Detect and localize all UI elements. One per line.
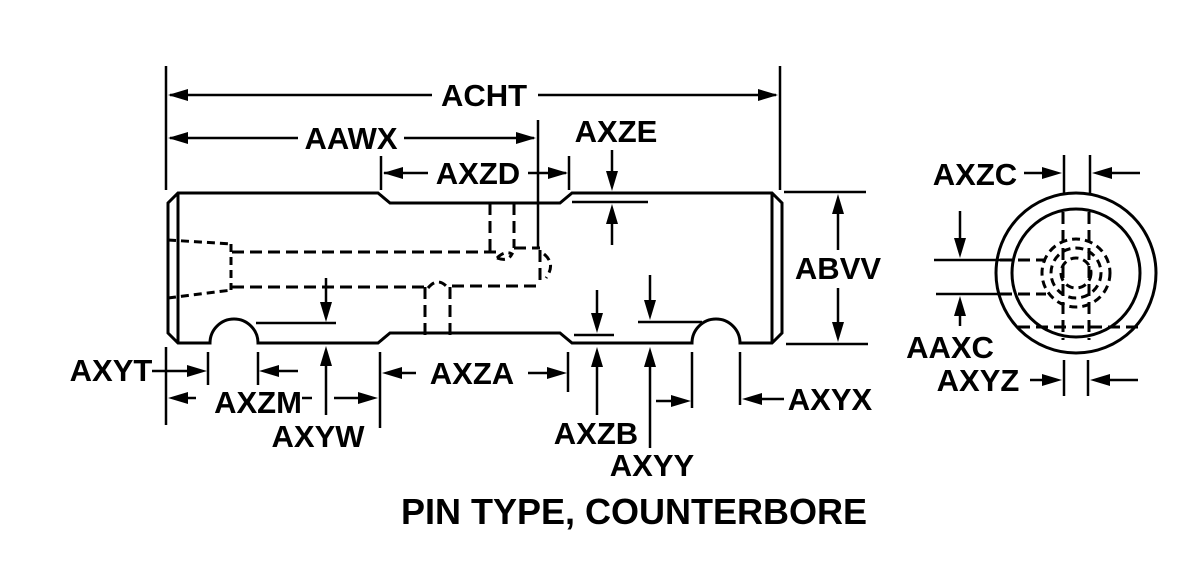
dimension-aaxc: AAXC (906, 211, 1000, 365)
dimension-axyw: AXYW (256, 278, 378, 454)
arrow-left-icon (742, 393, 762, 405)
arrow-right-icon (547, 367, 567, 379)
arrow-left-icon (168, 89, 188, 101)
arrow-right-icon (187, 365, 207, 377)
end-view (994, 191, 1158, 355)
arrow-up-icon (954, 296, 966, 316)
dimension-abvv: ABVV (784, 190, 881, 346)
label-axzm: AXZM (214, 385, 302, 420)
dimension-axyx: AXYX (738, 352, 873, 417)
pin-body-outline (166, 191, 784, 345)
arrow-left-icon (168, 132, 188, 144)
arrow-right-icon (358, 392, 378, 404)
arrow-right-icon (1042, 167, 1062, 179)
inner-circle (1010, 207, 1142, 339)
label-axyz: AXYZ (937, 363, 1020, 398)
dimension-axyt: AXYT (70, 347, 210, 425)
label-axze: AXZE (575, 114, 658, 149)
arrow-down-icon (606, 171, 618, 191)
diagram-title: PIN TYPE, COUNTERBORE (401, 491, 867, 532)
arrow-right-icon (1042, 374, 1062, 386)
label-axzd: AXZD (436, 156, 520, 191)
arrow-left-icon (382, 367, 402, 379)
dimension-axzd: AXZD (379, 156, 571, 191)
label-axyt: AXYT (70, 353, 153, 388)
arrow-right-icon (516, 132, 536, 144)
dimension-axzc: AXZC (933, 155, 1140, 195)
hidden-bore-lines (167, 203, 552, 335)
arrow-left-icon (259, 365, 279, 377)
arrow-up-icon (832, 194, 844, 214)
dimension-axzm: AXZM (168, 352, 302, 420)
label-aaxc: AAXC (906, 330, 994, 365)
dimension-axzb: AXZB (554, 290, 638, 451)
label-axyx: AXYX (788, 382, 873, 417)
arrow-right-icon (758, 89, 778, 101)
arrow-down-icon (644, 300, 656, 320)
dimension-axyz: AXYZ (937, 360, 1138, 398)
arrow-down-icon (832, 322, 844, 342)
arrow-down-icon (591, 313, 603, 333)
label-axyy: AXYY (610, 448, 695, 483)
dimension-axza: AXZA (378, 352, 570, 428)
dimension-aawx: AAWX (168, 121, 536, 156)
arrow-up-icon (591, 347, 603, 367)
arrow-left-icon (1090, 374, 1110, 386)
label-axza: AXZA (430, 356, 514, 391)
label-axyw: AXYW (272, 419, 366, 454)
arrow-left-icon (168, 392, 188, 404)
arrow-left-icon (1092, 167, 1112, 179)
dimension-axze: AXZE (572, 114, 657, 245)
arrow-up-icon (644, 347, 656, 367)
dimension-axyy: AXYY (610, 275, 702, 483)
arrow-down-icon (320, 302, 332, 322)
arrow-right-icon (671, 395, 691, 407)
label-aawx: AAWX (305, 121, 398, 156)
arrow-up-icon (320, 346, 332, 366)
arrow-right-icon (548, 167, 568, 179)
label-abvv: ABVV (795, 251, 881, 286)
label-axzc: AXZC (933, 157, 1017, 192)
arrow-up-icon (606, 204, 618, 224)
label-axzb: AXZB (554, 416, 638, 451)
dimension-acht: ACHT (164, 66, 782, 190)
arrow-left-icon (383, 167, 403, 179)
outer-circle (994, 191, 1158, 355)
label-acht: ACHT (441, 78, 527, 113)
arrow-down-icon (954, 238, 966, 258)
